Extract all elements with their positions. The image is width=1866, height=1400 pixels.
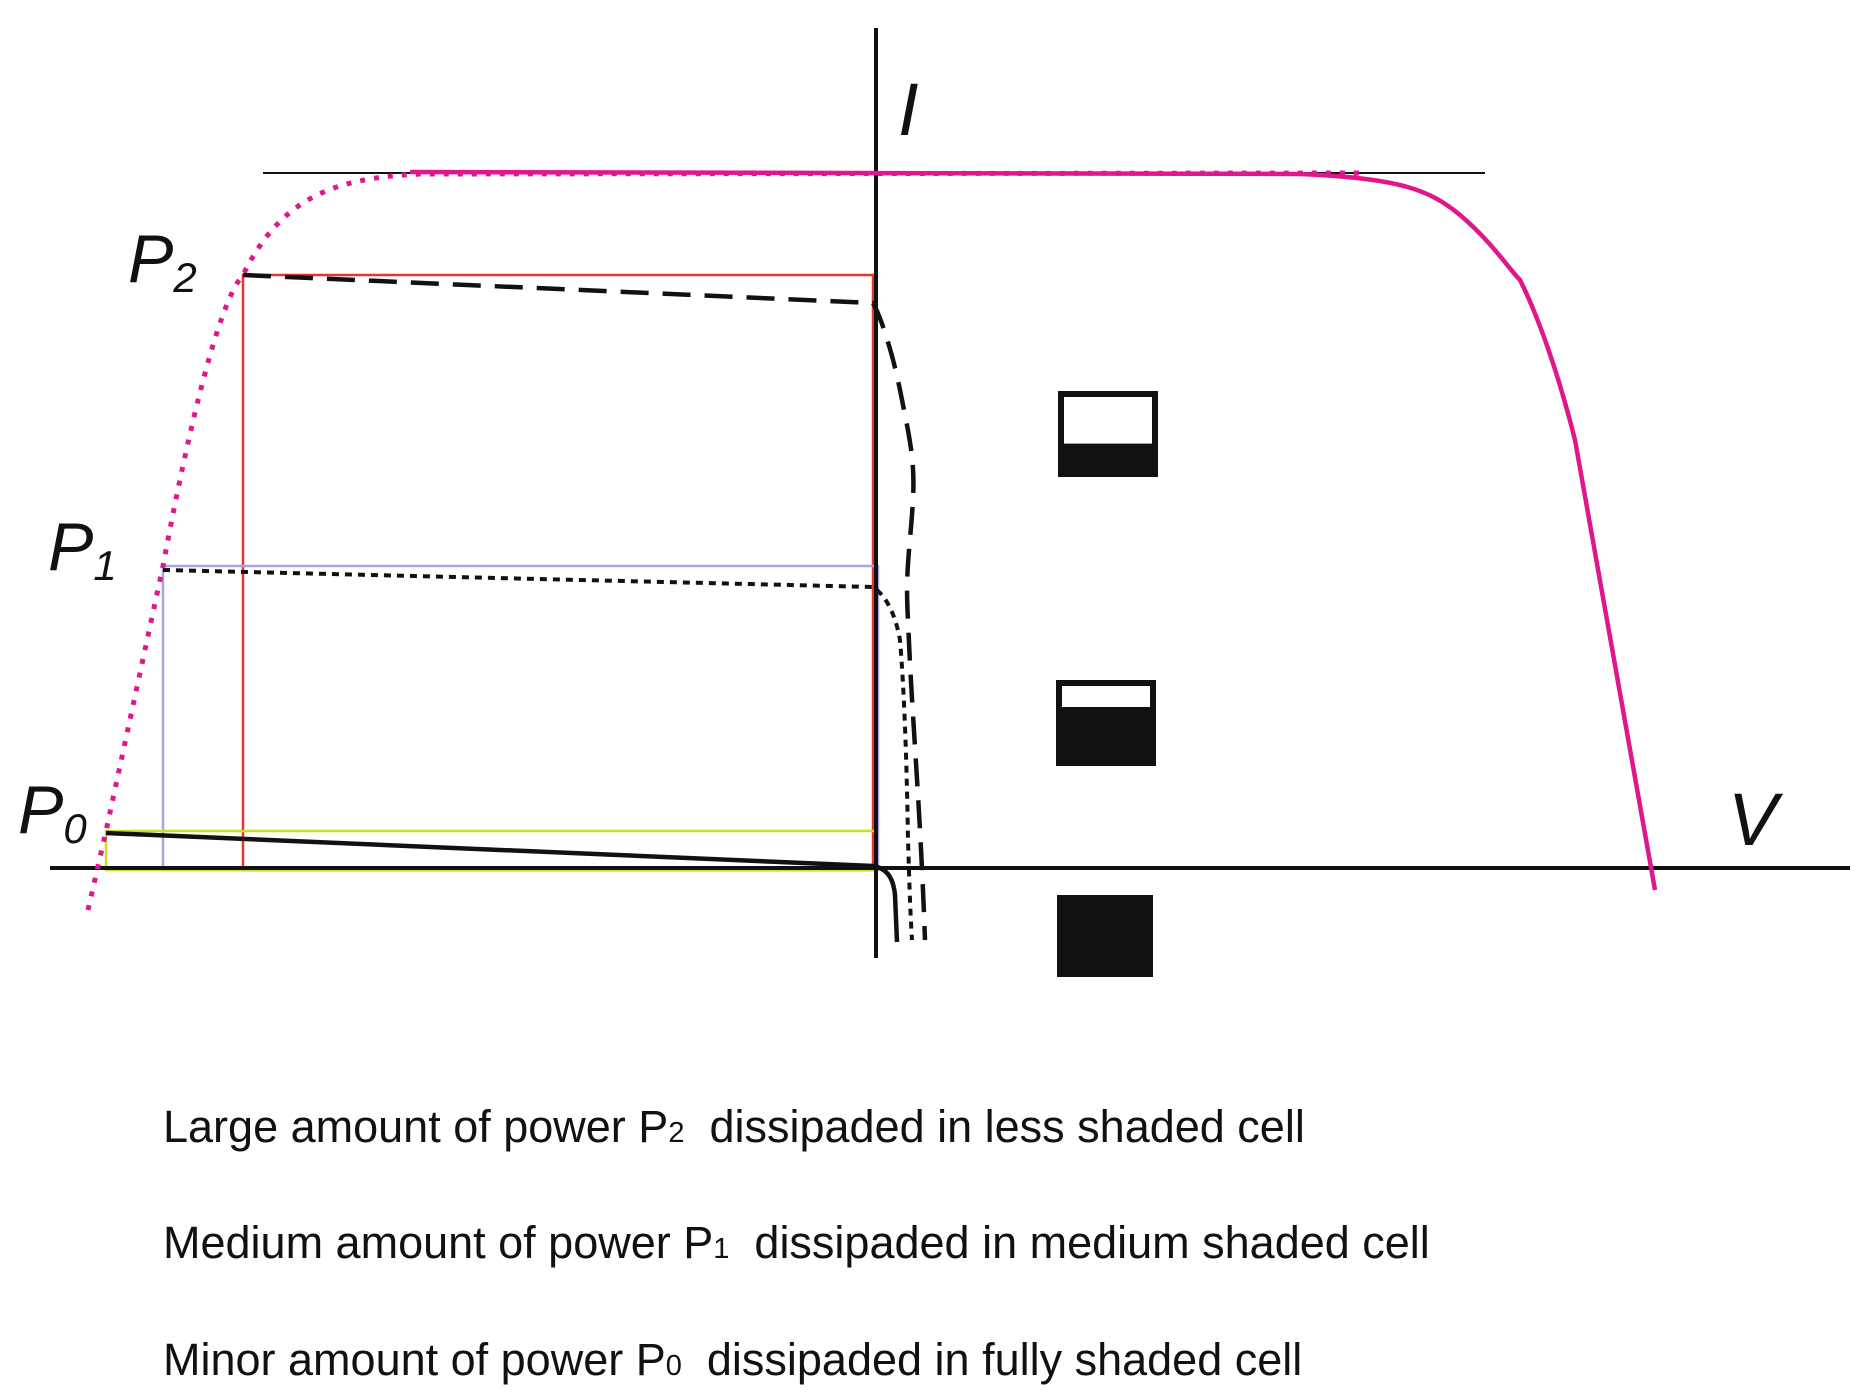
cell-icon-fully-shaded [1057, 895, 1153, 977]
forward-iv-curve [409, 169, 1658, 891]
less-shaded-cell-curve [242, 272, 928, 941]
voltage-axis-label: V [1728, 778, 1784, 861]
p2-label: P2 [128, 221, 197, 301]
fully-shaded-cell-curve [105, 830, 900, 943]
caption-minor-power: Minor amount of power P0 dissipaded in f… [163, 1334, 1303, 1385]
p0-label: P0 [18, 772, 87, 852]
cell-icon-less-shaded [1058, 391, 1158, 477]
medium-shaded-cell-curve [162, 568, 914, 941]
p1-label: P1 [48, 509, 117, 589]
caption-large-power: Large amount of power P2 dissipaded in l… [163, 1101, 1305, 1152]
cell-icon-medium-shaded [1056, 680, 1156, 766]
caption-medium-power: Medium amount of power P1 dissipaded in … [163, 1217, 1430, 1268]
power-rect-p1 [161, 564, 880, 872]
reverse-bias-curve [85, 170, 1361, 911]
current-axis-label: I [898, 68, 919, 151]
